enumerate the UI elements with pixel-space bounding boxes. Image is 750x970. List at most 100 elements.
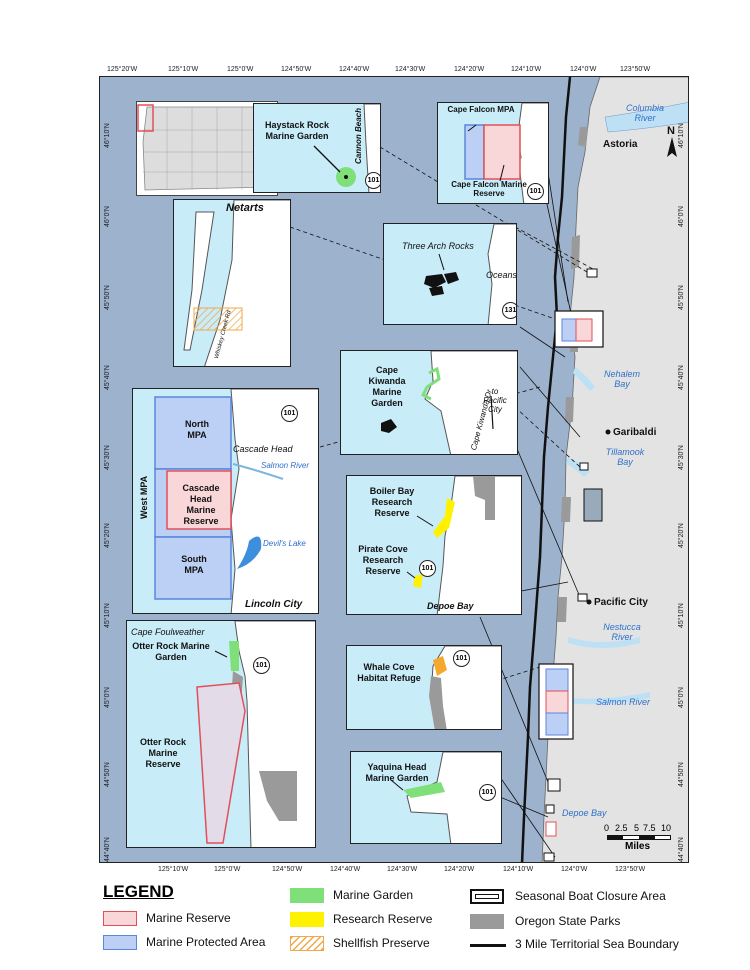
lat-left-8: 44°50'N: [104, 762, 111, 787]
coast-land: [541, 77, 688, 862]
lon-top-7: 124°10'W: [511, 66, 542, 73]
lat-right-0: 46°10'N: [678, 123, 685, 148]
salmon-river-label: Salmon River: [261, 461, 310, 470]
scale-tick-1: 2.5: [615, 823, 628, 833]
shield-101: 101: [479, 784, 496, 801]
legend-swatch-marine-garden: [290, 888, 324, 903]
yaquina-label: Yaquina Head Marine Garden: [365, 762, 429, 783]
lon-top-3: 124°50'W: [281, 66, 312, 73]
lat-left-9: 44°40'N: [104, 837, 111, 862]
inset-cape-falcon: Cape Falcon MPA Cape Falcon Marine Reser…: [437, 102, 549, 204]
lat-left-7: 45°0'N: [104, 687, 111, 708]
legend-swatch-boundary-line: [470, 944, 506, 947]
lon-bot-2: 124°50'W: [272, 866, 303, 873]
lat-right-8: 44°50'N: [678, 762, 685, 787]
lat-left-0: 46°10'N: [104, 123, 111, 148]
kiwanda-title: Cape Kiwanda Marine Garden: [368, 365, 406, 408]
otter-garden-label: Otter Rock Marine Garden: [132, 641, 210, 662]
lon-bot-1: 125°0'W: [214, 866, 241, 873]
nestucca-river-label: Nestucca River: [603, 622, 641, 642]
lat-right-2: 45°50'N: [678, 285, 685, 310]
lat-right-1: 46°0'N: [678, 206, 685, 227]
netarts-title: Netarts: [226, 202, 264, 214]
cape-foulweather-label: Cape Foulweather: [131, 627, 205, 637]
shield-101: 101: [527, 183, 544, 200]
lat-left-6: 45°10'N: [104, 603, 111, 628]
depoe-bay-main-label: Depoe Bay: [562, 808, 607, 818]
legend-label-research-reserve: Research Reserve: [333, 912, 433, 926]
lat-right-9: 44°40'N: [678, 837, 685, 862]
inset-three-arch-rocks: Three Arch Rocks Oceanside 131: [383, 223, 517, 325]
legend-swatch-boat-closure: [470, 889, 504, 904]
legend-label-marine-reserve: Marine Reserve: [146, 911, 231, 925]
legend-swatch-mpa: [103, 935, 137, 950]
lon-top-0: 125°20'W: [107, 66, 138, 73]
astoria-label: Astoria: [603, 139, 638, 150]
depoe-bay-label: Depoe Bay: [427, 601, 474, 611]
pirate-cove-label: Pirate Cove Research Reserve: [358, 544, 408, 576]
otter-reserve-label: Otter Rock Marine Reserve: [139, 737, 186, 769]
scale-tick-2: 5: [634, 823, 640, 833]
scale-tick-4: 10: [661, 823, 672, 833]
legend-label-boat-closure: Seasonal Boat Closure Area: [515, 889, 666, 903]
scale-tick-3: 7.5: [643, 823, 656, 833]
legend-label-mpa: Marine Protected Area: [146, 935, 266, 949]
shield-101: 101: [419, 560, 436, 577]
shield-101: 101: [453, 650, 470, 667]
legend-label-shellfish-preserve: Shellfish Preserve: [333, 936, 430, 950]
inset-haystack-rock: Haystack Rock Marine Garden Cannon Beach…: [253, 103, 381, 193]
map-frame: Haystack Rock Marine Garden Cannon Beach…: [99, 76, 689, 863]
lat-right-7: 45°0'N: [678, 687, 685, 708]
inset-cape-kiwanda: Cape Kiwanda Marine Garden Cape Kiwanda …: [340, 350, 518, 455]
inset-boiler-bay: Boiler Bay Research Reserve Pirate Cove …: [346, 475, 522, 615]
lat-left-4: 45°30'N: [104, 445, 111, 470]
south-mpa: South MPA: [181, 554, 207, 575]
north-label: N: [667, 125, 675, 137]
inset-netarts: Netarts Whiskey Creek Rd: [173, 199, 291, 367]
cascade-reserve: Cascade Head Marine Reserve: [182, 483, 220, 526]
lat-right-4: 45°30'N: [678, 445, 685, 470]
lat-right-6: 45°10'N: [678, 603, 685, 628]
haystack-road: Cannon Beach: [354, 107, 363, 164]
kiwanda-note: to Pacific City: [483, 387, 507, 414]
lat-right-5: 45°20'N: [678, 523, 685, 548]
nehalem-bay-label: Nehalem Bay: [603, 369, 641, 389]
lat-left-1: 46°0'N: [104, 206, 111, 227]
lon-top-6: 124°20'W: [454, 66, 485, 73]
legend-swatch-marine-reserve: [103, 911, 137, 926]
lon-top-9: 123°50'W: [620, 66, 651, 73]
legend-swatch-state-parks: [470, 914, 504, 929]
legend-swatch-shellfish-preserve: [290, 936, 324, 951]
lon-bot-5: 124°20'W: [444, 866, 475, 873]
west-mpa: West MPA: [139, 475, 149, 519]
legend-label-marine-garden: Marine Garden: [333, 888, 414, 902]
shield-101: 101: [253, 657, 270, 674]
legend-title: LEGEND: [103, 882, 174, 901]
columbia-river-label: Columbia River: [625, 103, 665, 123]
three-arch-title: Three Arch Rocks: [402, 241, 474, 251]
pacific-city-label: Pacific City: [594, 597, 648, 608]
inset-cascade-head: North MPA West MPA Cascade Head Marine R…: [132, 388, 319, 614]
oceanside-label: Oceanside: [486, 270, 517, 280]
cascade-head-label: Cascade Head: [233, 444, 293, 454]
inset-yaquina-head: Yaquina Head Marine Garden 101: [350, 751, 502, 844]
tillamook-bay-label: Tillamook Bay: [605, 447, 645, 467]
lat-left-2: 45°50'N: [104, 285, 111, 310]
lon-bot-8: 123°50'W: [615, 866, 646, 873]
lon-top-2: 125°0'W: [227, 66, 254, 73]
inset-whale-cove: Whale Cove Habitat Refuge 101: [346, 645, 502, 730]
legend-swatch-research-reserve: [290, 912, 324, 927]
whale-cove-label: Whale Cove Habitat Refuge: [357, 662, 421, 683]
lon-top-4: 124°40'W: [339, 66, 370, 73]
lincoln-city-label: Lincoln City: [245, 599, 303, 610]
lon-bot-0: 125°10'W: [158, 866, 189, 873]
lon-bot-7: 124°0'W: [561, 866, 588, 873]
lon-bot-4: 124°30'W: [387, 866, 418, 873]
lat-left-5: 45°20'N: [104, 523, 111, 548]
scale-bar: 0 2.5 5 7.5 10 Miles: [604, 823, 671, 852]
lon-bot-6: 124°10'W: [503, 866, 534, 873]
cape-falcon-mpa: Cape Falcon MPA: [447, 105, 515, 114]
shield-101: 101: [365, 172, 380, 189]
inset-otter-rock: Cape Foulweather Otter Rock Marine Garde…: [126, 620, 316, 848]
shield-131: 131: [502, 302, 516, 319]
